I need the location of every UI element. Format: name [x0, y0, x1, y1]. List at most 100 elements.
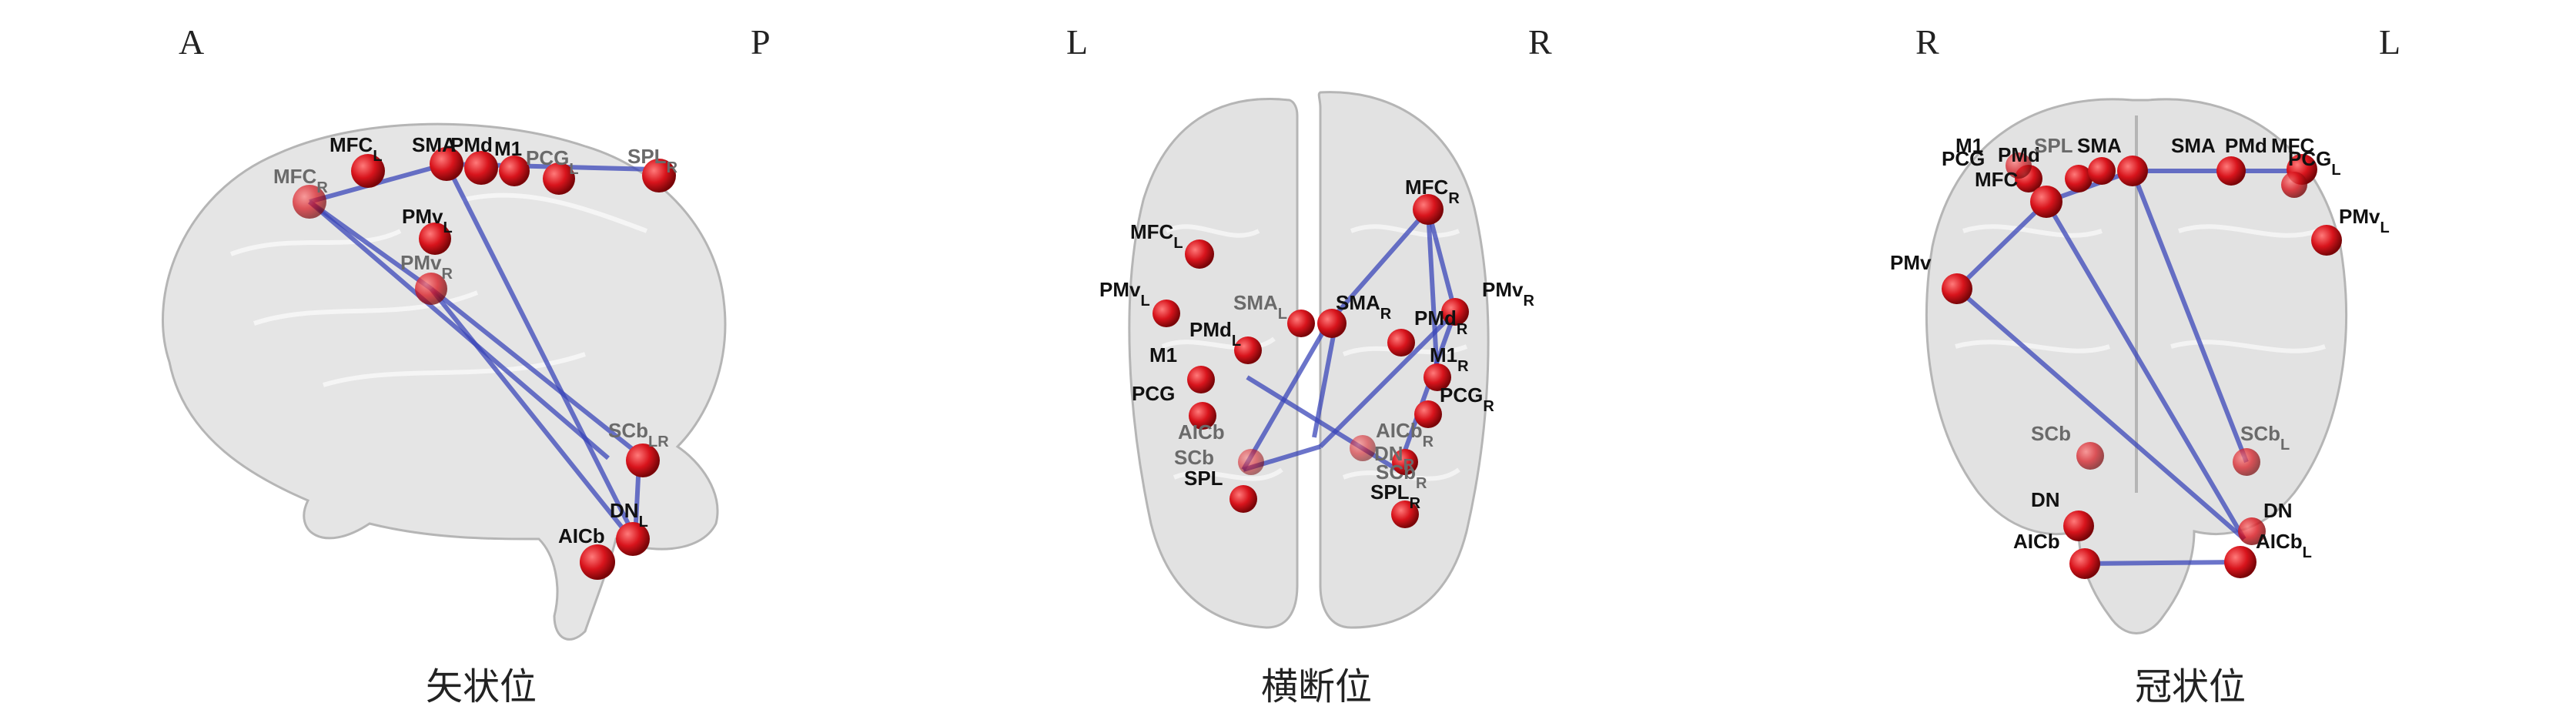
label-text: PMv	[2339, 205, 2380, 228]
node-sma-r	[2088, 157, 2116, 185]
orient-left-label: L	[1066, 22, 1089, 62]
svg-text:SPLR: SPLR	[1370, 480, 1421, 512]
sagittal-nodes	[293, 147, 676, 580]
node-pmd-r	[1387, 329, 1415, 356]
svg-text:DNR: DNR	[1374, 442, 1415, 474]
label-sub: R	[1416, 475, 1427, 492]
node-pmd-l	[2216, 156, 2246, 186]
node-dn-r	[1392, 449, 1418, 475]
label-sub: R	[1483, 398, 1494, 415]
svg-text:PMvR: PMvR	[400, 251, 453, 283]
label-sub: L	[373, 148, 382, 165]
node-pmv-r	[1441, 298, 1469, 326]
svg-text:MFCL: MFCL	[330, 133, 383, 165]
node-pmd	[464, 151, 498, 185]
coronal-brain-diagram: M1 PCG PMd SPL SMA MFC SMA PMd MFC PCGL …	[1890, 98, 2390, 634]
label-text: SPL	[627, 145, 667, 168]
label-text: SCb	[608, 419, 648, 442]
svg-text:PCGL: PCGL	[526, 146, 579, 178]
label-text: SMA	[2171, 134, 2216, 157]
node-dn-r	[2063, 510, 2094, 541]
label-sub: R	[667, 159, 678, 176]
node-mfc-l	[351, 154, 385, 188]
label-text: PMv	[1890, 251, 1932, 274]
panel-sagittal: A P	[0, 0, 858, 713]
node-scb-r	[2076, 442, 2104, 470]
label-text: DN	[610, 499, 639, 522]
label-text: DN	[1374, 442, 1403, 465]
label-text: PMv	[1099, 278, 1141, 301]
svg-text:PCGL: PCGL	[2288, 147, 2341, 179]
label-text: MFC	[273, 165, 317, 188]
label-sub: L	[2380, 219, 2389, 236]
label-sub: R	[441, 266, 453, 283]
label-text: AICb	[2013, 530, 2060, 553]
label-text: PMd	[2225, 134, 2267, 157]
label-text: AICb	[1178, 420, 1225, 444]
svg-text:PCGR: PCGR	[1440, 383, 1494, 415]
sagittal-brain-shape	[162, 122, 727, 641]
label-text: MFC	[1130, 220, 1174, 243]
label-sub: L	[443, 219, 452, 236]
node-sma-r	[1317, 309, 1347, 338]
node-pmd-l	[1234, 336, 1262, 364]
axial-labels: MFCR MFCL PMvL PMvR SMAL SMAR PMdL PMdR …	[1099, 176, 1534, 512]
label-text: SMA	[1336, 291, 1380, 314]
svg-text:SMAL: SMAL	[1233, 291, 1287, 323]
label-text: MFC	[1405, 176, 1449, 199]
node-pmv-l	[2311, 225, 2342, 256]
label-text: DN	[2031, 488, 2060, 511]
node-mfc-r	[2030, 186, 2062, 218]
label-text: AICb	[2256, 530, 2303, 553]
label-text: MFC	[330, 133, 373, 156]
svg-text:PMvL: PMvL	[2339, 205, 2390, 236]
orient-left-label: L	[2379, 22, 2401, 62]
label-text: PMv	[402, 205, 443, 228]
label-text: M1	[1430, 343, 1457, 367]
svg-text:SCbR: SCbR	[1376, 460, 1427, 492]
label-sub: R	[1457, 321, 1468, 338]
label-text: SCb	[2240, 422, 2280, 445]
coronal-labels: M1 PCG PMd SPL SMA MFC SMA PMd MFC PCGL …	[1890, 134, 2390, 561]
label-sub: R	[1423, 433, 1434, 450]
label-sub: R	[1403, 457, 1415, 474]
label-sub: L	[2303, 544, 2312, 561]
node-aicb	[580, 544, 615, 580]
label-sub: R	[1410, 495, 1421, 512]
svg-text:M1R: M1R	[1430, 343, 1469, 375]
node-dn-l	[616, 522, 650, 556]
label-text: AICb	[558, 524, 605, 547]
label-sub: R	[1448, 190, 1460, 207]
node-pcg-l	[543, 162, 575, 195]
label-text: SCb	[1376, 460, 1416, 484]
label-sub: LR	[648, 433, 669, 450]
node-pmv-l	[1153, 300, 1180, 327]
node-m1-l	[1187, 366, 1215, 393]
label-text: SMA	[2077, 134, 2122, 157]
caption-axial: 横断位	[1260, 665, 1372, 708]
label-sub: R	[316, 179, 328, 196]
node-pcg-r	[1414, 400, 1442, 428]
orient-right-label: R	[1528, 22, 1552, 62]
svg-text:PMdL: PMdL	[1189, 318, 1241, 350]
node-spl-r	[642, 159, 676, 192]
label-text: M1	[1955, 134, 1983, 157]
label-text: MFC	[2271, 134, 2315, 157]
label-text: DN	[2263, 499, 2293, 522]
svg-text:DNL: DNL	[610, 499, 648, 531]
panel-coronal: R L	[1717, 0, 2575, 713]
node-pcg-l	[1189, 402, 1216, 430]
svg-text:MFCL: MFCL	[1130, 220, 1183, 252]
label-text: PCG	[1942, 147, 1985, 170]
label-text: PMd	[450, 133, 493, 156]
node-sma	[430, 147, 463, 181]
orient-right-label: R	[1915, 22, 1939, 62]
node-scb-lr	[626, 444, 660, 477]
label-text: AICb	[1376, 419, 1423, 442]
label-text: PMv	[1482, 278, 1524, 301]
node-pmv-r	[1942, 273, 1972, 304]
orient-posterior-label: P	[751, 22, 771, 62]
label-text: MFC	[1975, 168, 2019, 191]
label-sub: R	[1380, 306, 1392, 323]
svg-text:MFCR: MFCR	[1405, 176, 1460, 207]
